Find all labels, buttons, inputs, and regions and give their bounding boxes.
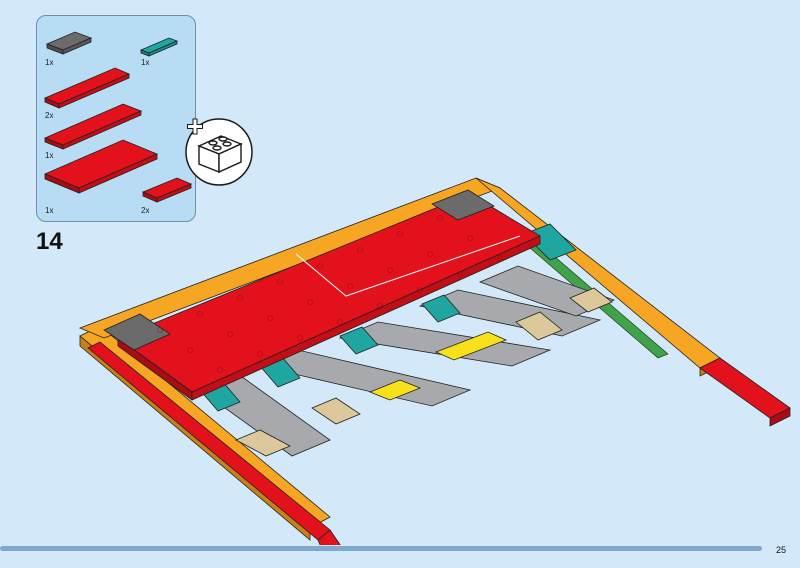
parts-callout-panel: 1x 1x 2x 1x 1x 2x [36,15,196,222]
page-number: 25 [775,545,786,555]
plus-icon [187,118,203,135]
dark-grey-plate-part [45,31,93,55]
dark-grey-plates [103,189,495,351]
add-brick-badge [185,118,253,186]
tan-tiles [235,287,613,457]
red-plate-long-part [43,67,131,109]
teal-plate-part [139,37,179,57]
qty-label: 1x [45,151,54,160]
red-plate-large-part [43,139,159,194]
qty-label: 1x [45,206,54,215]
stud-texture [157,215,503,373]
build-illustration [78,177,791,545]
right-red-rail [699,357,791,427]
brick-icon [197,135,243,174]
step-number: 14 [36,228,63,255]
qty-label: 1x [45,58,54,67]
yellow-tiles [368,331,508,401]
red-roof-plate [117,193,541,401]
parts-illustrations [43,31,193,203]
footer-progress-bar [0,546,762,551]
left-red-rail [87,341,341,545]
qty-label: 2x [45,111,54,120]
qty-label: 1x [141,58,150,67]
qty-label: 2x [141,206,150,215]
red-plate-small-part [141,177,193,203]
red-plate-medium-part [43,103,143,150]
